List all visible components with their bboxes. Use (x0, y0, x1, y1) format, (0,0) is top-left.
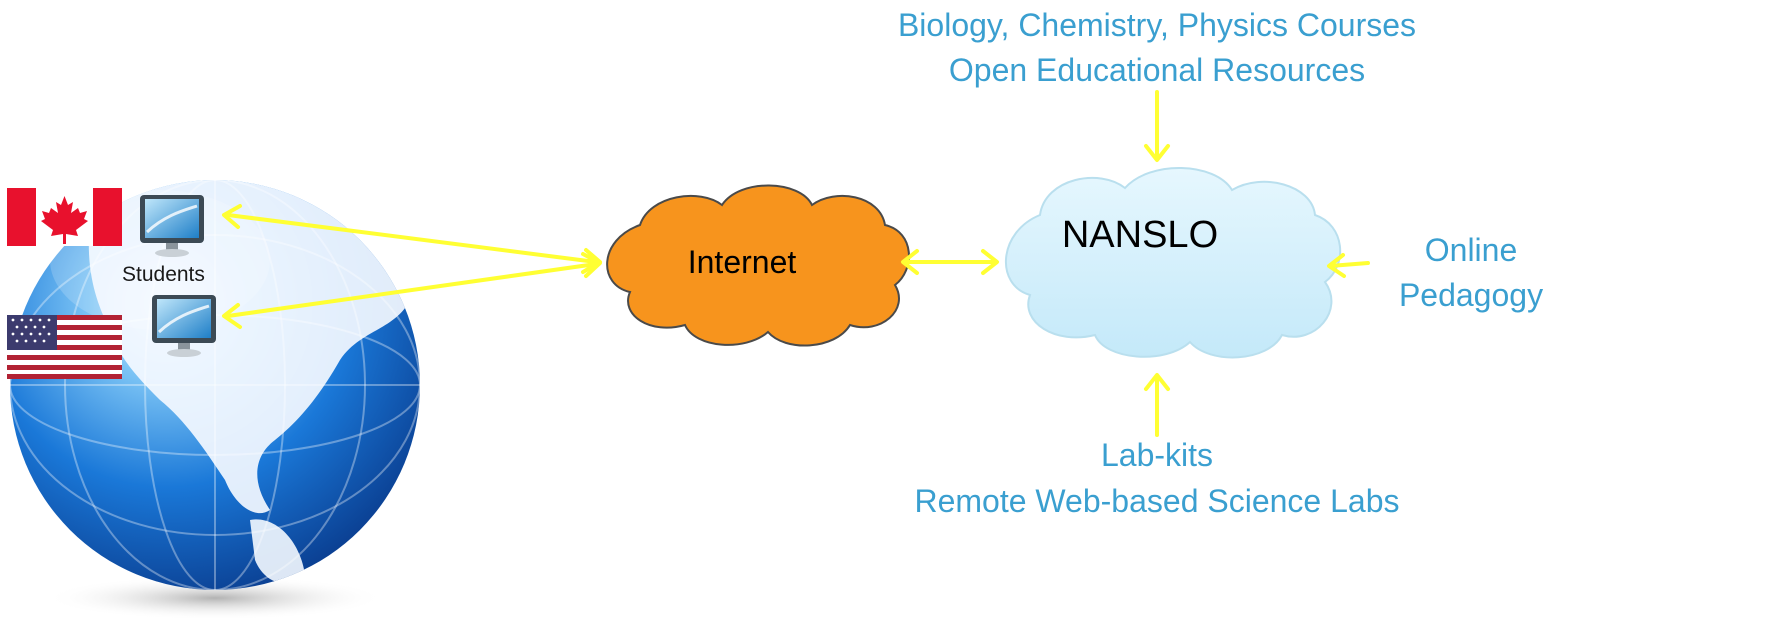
right-label-line1: Online (1425, 232, 1518, 268)
connector-arrow (222, 252, 602, 329)
right-label-line2: Pedagogy (1399, 277, 1543, 313)
top-label-line1: Biology, Chemistry, Physics Courses (898, 7, 1416, 43)
connector-arrow (901, 249, 999, 275)
internet-label: Internet (688, 244, 797, 280)
nanslo-cloud: NANSLO (1005, 167, 1342, 359)
canada-flag-icon (7, 188, 122, 246)
nanslo-label: NANSLO (1062, 214, 1218, 256)
usa-flag-icon (7, 315, 122, 379)
connector-arrow (1144, 373, 1170, 437)
globe-shadow (45, 576, 385, 620)
internet-cloud: Internet (606, 184, 910, 347)
monitor-icon (140, 195, 204, 257)
monitor-icon (152, 295, 216, 357)
connector-arrow (1327, 253, 1370, 278)
students-label: Students (122, 263, 205, 286)
bottom-label-line2: Remote Web-based Science Labs (914, 483, 1399, 519)
top-label-line2: Open Educational Resources (949, 52, 1365, 88)
connector-arrow (1144, 90, 1170, 162)
bottom-label-line1: Lab-kits (1101, 437, 1213, 473)
